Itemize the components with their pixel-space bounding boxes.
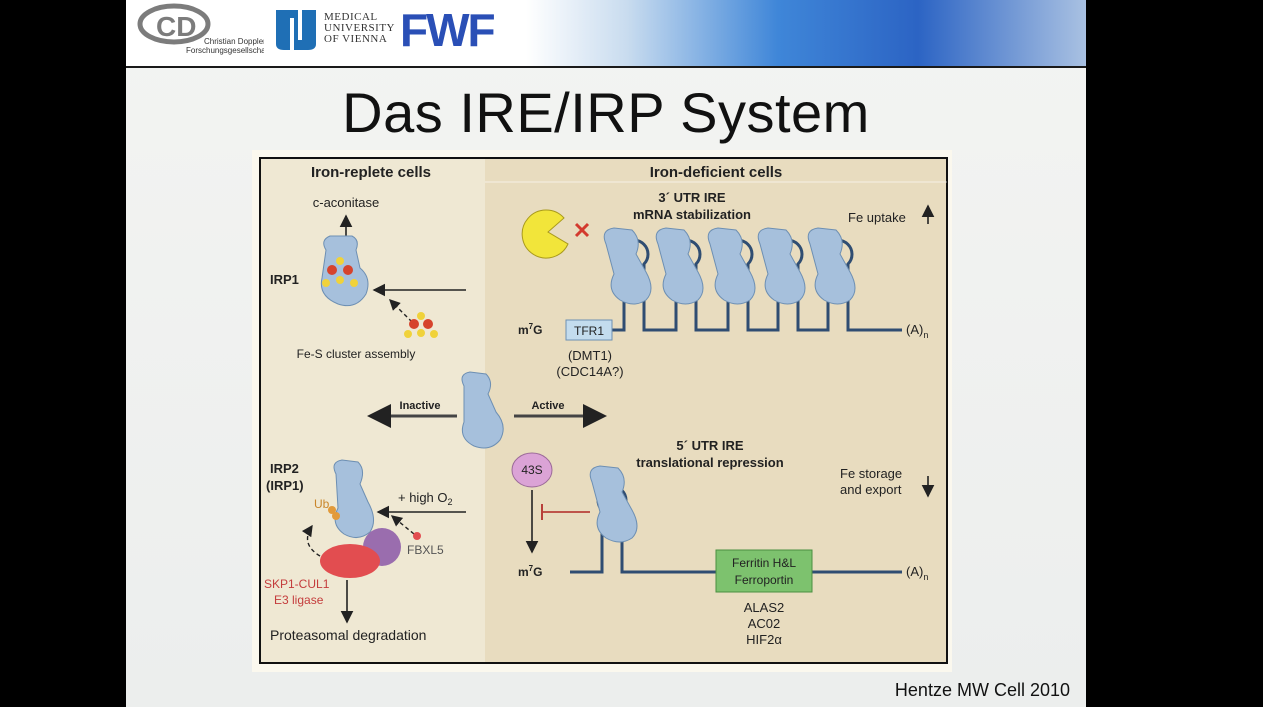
c-aconitase-label: c-aconitase xyxy=(313,195,379,210)
utr3-title: 3´ UTR IRE xyxy=(658,190,726,205)
cd-logo-line1: Christian Doppler xyxy=(204,37,264,46)
ferritin-box xyxy=(715,549,813,593)
ac02-label: AC02 xyxy=(748,616,781,631)
s43-ribosome xyxy=(511,452,553,488)
tfr1-box xyxy=(565,319,613,341)
s43-label: 43S xyxy=(521,463,542,477)
alas2-label: ALAS2 xyxy=(744,600,784,615)
skp1-cul1-label: SKP1-CUL1 xyxy=(264,577,330,591)
irp1-paren-label: (IRP1) xyxy=(266,478,304,493)
red-x-mark xyxy=(574,222,590,238)
slide-title: Das IRE/IRP System xyxy=(342,81,870,144)
cdc14a-label: (CDC14A?) xyxy=(556,364,623,379)
header-bar: CD Christian Doppler Forschungsgesellsch… xyxy=(126,0,1086,68)
ub-dashed-arrow xyxy=(301,524,321,557)
fe-storage-label-2: and export xyxy=(840,482,902,497)
citation: Hentze MW Cell 2010 xyxy=(894,680,1070,700)
cd-logo-line2: Forschungsgesellschaft xyxy=(186,46,264,55)
irp1-label: IRP1 xyxy=(270,272,299,287)
poly-a-top: (A)n xyxy=(906,322,928,340)
assembly-dashed-arrow xyxy=(389,299,413,323)
fbxl5-dot xyxy=(413,532,421,540)
svg-text:CD: CD xyxy=(156,11,196,42)
mu-line2: UNIVERSITY xyxy=(324,22,395,34)
high-o2-label: + high O2 xyxy=(398,490,453,507)
irp2-protein xyxy=(333,459,374,538)
poly-a-bottom: (A)n xyxy=(906,564,928,582)
irp-central-protein xyxy=(461,371,504,449)
ub-ball-1 xyxy=(332,512,340,520)
ub-label: Ub xyxy=(314,497,330,511)
mu-line3: OF VIENNA xyxy=(324,33,387,45)
utr3-irp-proteins xyxy=(603,227,856,305)
mu-line1: MEDICAL xyxy=(324,11,378,23)
left-panel-header: Iron-replete cells xyxy=(311,164,431,181)
skp1-cul1-complex xyxy=(320,544,380,578)
hif2a-label: HIF2α xyxy=(746,632,782,647)
e3-ligase-label: E3 ligase xyxy=(274,593,324,607)
utr5-title: 5´ UTR IRE xyxy=(676,438,744,453)
dmt1-label: (DMT1) xyxy=(568,348,612,363)
fbxl5-label: FBXL5 xyxy=(407,543,444,557)
utr5-irp-protein xyxy=(589,465,638,543)
utr5-subtitle: translational repression xyxy=(636,455,783,470)
active-label: Active xyxy=(531,400,564,412)
m7g-bottom-label: m7G xyxy=(518,564,542,579)
o2-dashed-arrow xyxy=(390,515,415,535)
fe-s-cluster-bound xyxy=(322,257,358,287)
fe-uptake-label: Fe uptake xyxy=(848,210,906,225)
utr3-subtitle: mRNA stabilization xyxy=(633,207,751,222)
ub-ball-2 xyxy=(328,506,336,514)
fe-s-assembly-label: Fe-S cluster assembly xyxy=(297,347,416,361)
header-photo xyxy=(526,0,1086,66)
irp2-label: IRP2 xyxy=(270,461,299,476)
slide: CD Christian Doppler Forschungsgesellsch… xyxy=(126,0,1086,707)
ire-irp-figure: Iron-replete cells Iron-deficient cells … xyxy=(252,150,952,672)
cd-logo: CD Christian Doppler Forschungsgesellsch… xyxy=(137,3,264,55)
ferritin-label: Ferritin H&L xyxy=(732,556,796,570)
ferroportin-label: Ferroportin xyxy=(735,573,794,587)
fwf-logo-text: FWF xyxy=(400,6,495,50)
medical-university-logo: MEDICAL UNIVERSITY OF VIENNA xyxy=(276,10,395,50)
right-panel-header: Iron-deficient cells xyxy=(650,164,783,181)
pacman-nuclease xyxy=(521,209,569,259)
m7g-top-label: m7G xyxy=(518,322,542,337)
inactive-label: Inactive xyxy=(400,400,441,412)
tfr1-label: TFR1 xyxy=(574,324,604,338)
fe-s-cluster-free xyxy=(404,312,438,338)
fe-storage-label-1: Fe storage xyxy=(840,466,902,481)
proteasomal-degradation-label: Proteasomal degradation xyxy=(270,627,426,643)
fwf-logo: FWF xyxy=(400,6,497,50)
figure-frame xyxy=(259,157,948,664)
